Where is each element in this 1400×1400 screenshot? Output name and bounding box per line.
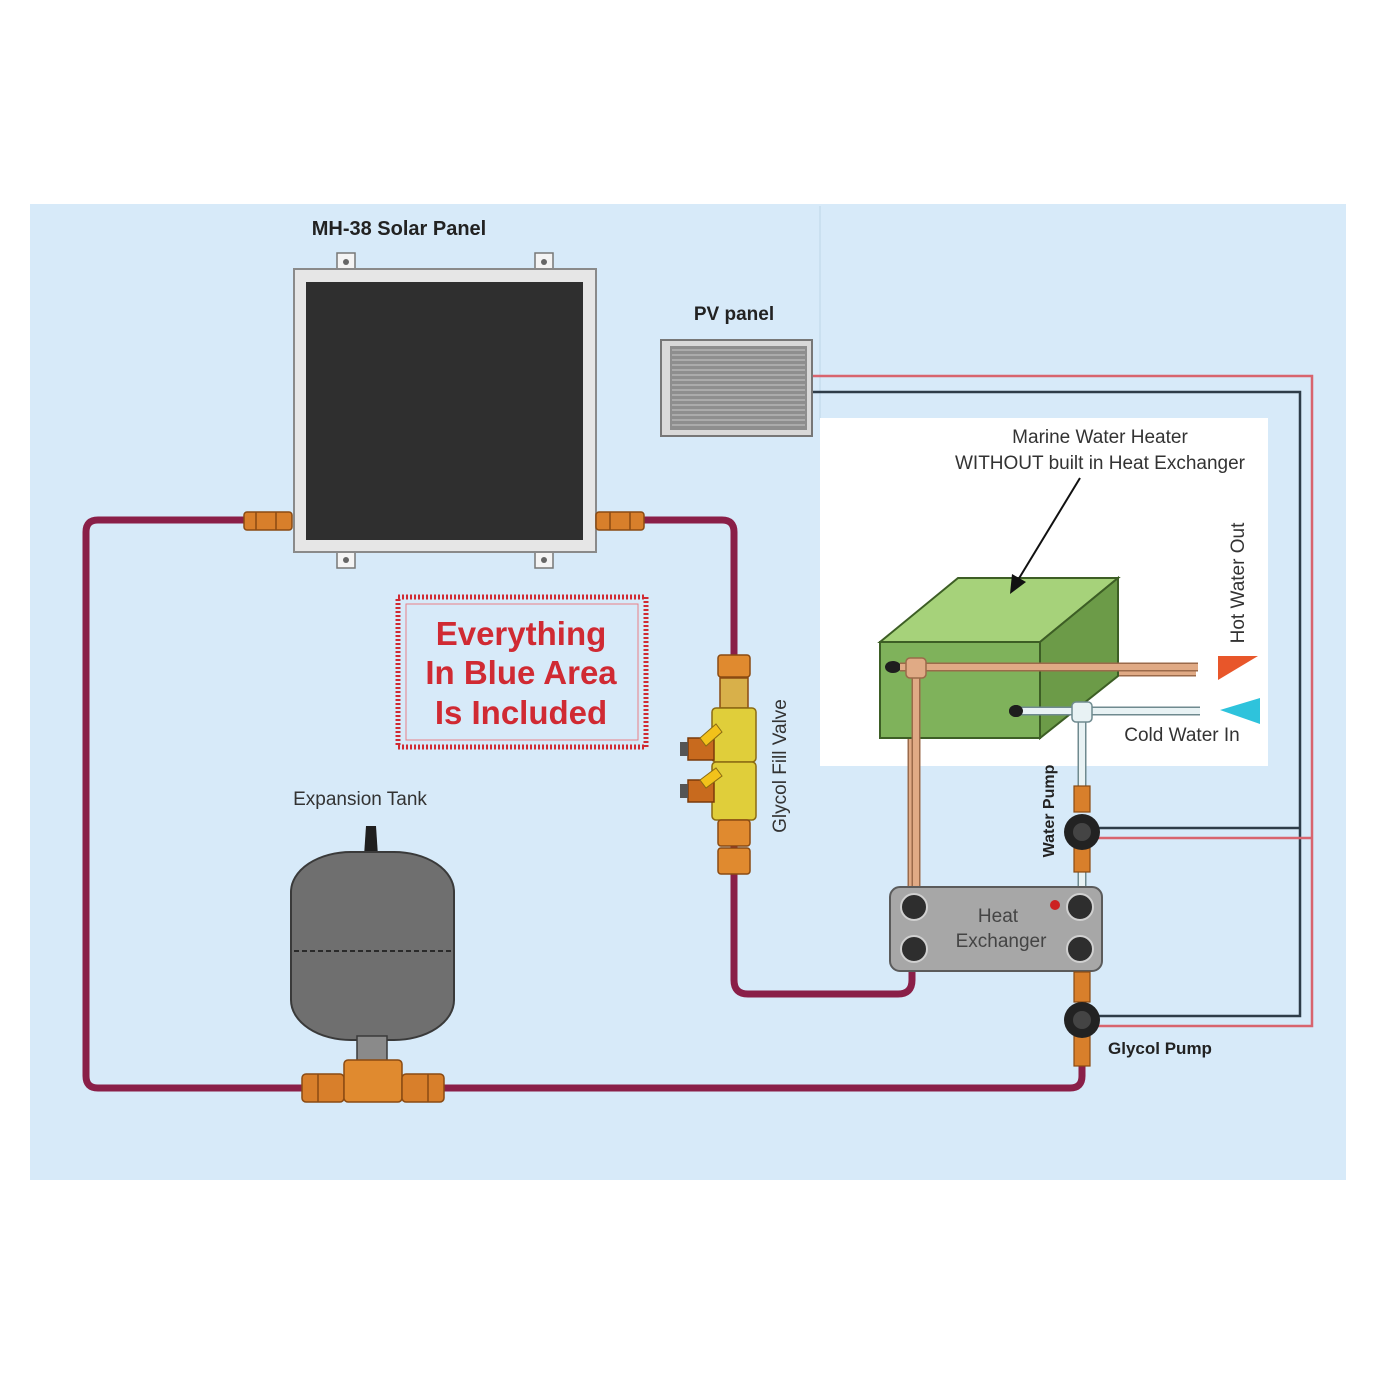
notice-line-2: In Blue Area <box>425 654 617 691</box>
heat-exchanger <box>889 886 1103 972</box>
water-pump <box>1064 785 1100 873</box>
solar-panel <box>293 252 597 569</box>
water-pump-label: Water Pump <box>1041 764 1058 857</box>
solar-panel-label: MH-38 Solar Panel <box>312 218 487 240</box>
glycol-pump-label: Glycol Pump <box>1108 1039 1212 1058</box>
glycol-fill-valve <box>680 654 757 875</box>
glycol-pump <box>1064 971 1100 1067</box>
heat-exchanger-label-line-1: Heat <box>978 906 1019 927</box>
notice-line-3: Is Included <box>435 694 607 731</box>
heater-pointer-arrow <box>1010 477 1081 594</box>
notice-line-1: Everything <box>436 615 607 652</box>
expansion-tank-tee-fitting <box>301 1059 445 1103</box>
pv-negative-wire <box>810 390 1302 1018</box>
glycol-fill-valve-label: Glycol Fill Valve <box>770 699 791 833</box>
cold-water-in-label: Cold Water In <box>1124 725 1239 746</box>
expansion-tank-label: Expansion Tank <box>293 789 427 810</box>
pv-positive-wire <box>810 374 1314 1028</box>
hot-water-out-arrow <box>1218 656 1258 680</box>
cold-water-in-arrow <box>1220 698 1260 724</box>
water-heater-label-line-2: WITHOUT built in Heat Exchanger <box>955 453 1246 474</box>
hot-water-outlet-line <box>900 657 1198 895</box>
heat-exchanger-label-line-2: Exchanger <box>956 931 1048 952</box>
expansion-tank <box>290 826 455 1063</box>
solar-panel-outlet-fitting <box>595 511 645 531</box>
included-notice: Everything In Blue Area Is Included <box>395 594 649 750</box>
pv-panel <box>660 339 813 437</box>
water-heater-label-line-1: Marine Water Heater <box>1012 427 1188 448</box>
marine-water-heater <box>877 575 1121 741</box>
solar-panel-inlet-fitting <box>243 511 293 531</box>
hot-water-out-label: Hot Water Out <box>1228 522 1249 643</box>
pv-panel-label: PV panel <box>694 304 774 325</box>
